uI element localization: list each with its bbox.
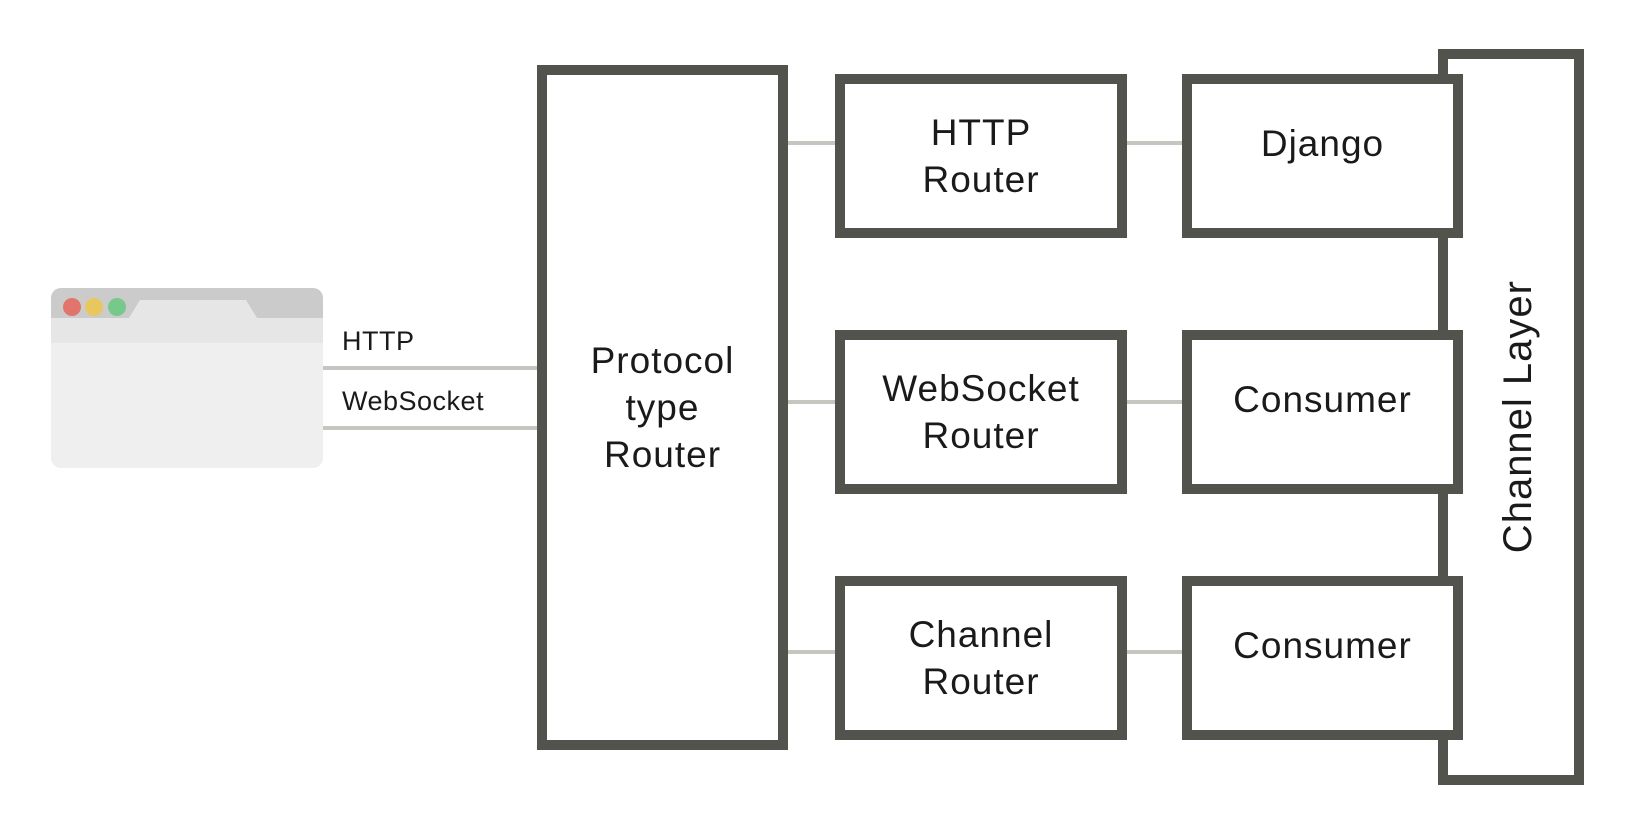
http-connection-label: HTTP [342, 326, 415, 356]
django-label: Django [1260, 122, 1385, 164]
http-router-label-line2: Router [922, 159, 1040, 200]
consumer-box-2: Consumer [1182, 576, 1463, 740]
browser-toolbar [51, 318, 323, 343]
protocol-to-websocket-router-line [788, 400, 835, 404]
websocket-connection-line [323, 426, 537, 430]
protocol-router-label-line1: Protocol [590, 340, 735, 381]
websocket-router-box: WebSocket Router [835, 330, 1127, 494]
django-box: Django [1182, 74, 1463, 238]
protocol-to-channel-router-line [788, 650, 835, 654]
websocket-router-to-consumer-line [1127, 400, 1182, 404]
protocol-type-router-box: Protocol type Router [537, 65, 788, 750]
http-router-box: HTTP Router [835, 74, 1127, 238]
browser-tab [129, 300, 257, 318]
consumer-box-1: Consumer [1182, 330, 1463, 494]
consumer-1-label: Consumer [1233, 378, 1412, 420]
http-router-to-django-line [1127, 141, 1182, 145]
protocol-router-label-line3: Router [603, 434, 722, 475]
consumer-2-label: Consumer [1233, 624, 1412, 666]
channel-router-to-consumer-line [1127, 650, 1182, 654]
traffic-light-green-icon [108, 298, 126, 316]
traffic-light-red-icon [63, 298, 81, 316]
traffic-light-yellow-icon [85, 298, 103, 316]
websocket-router-label-line2: Router [922, 415, 1040, 456]
http-router-label-line1: HTTP [930, 112, 1032, 153]
http-connection-line [323, 366, 537, 370]
channel-router-box: Channel Router [835, 576, 1127, 740]
browser-window-icon [51, 288, 323, 468]
channel-router-label-line2: Router [922, 661, 1040, 702]
channel-router-label-line1: Channel [908, 614, 1054, 655]
protocol-to-http-router-line [788, 141, 835, 145]
websocket-router-label-line1: WebSocket [882, 368, 1080, 409]
channel-layer-label: Channel Layer [1495, 280, 1540, 554]
protocol-router-label-line2: type [625, 387, 700, 428]
websocket-connection-label: WebSocket [342, 386, 485, 416]
